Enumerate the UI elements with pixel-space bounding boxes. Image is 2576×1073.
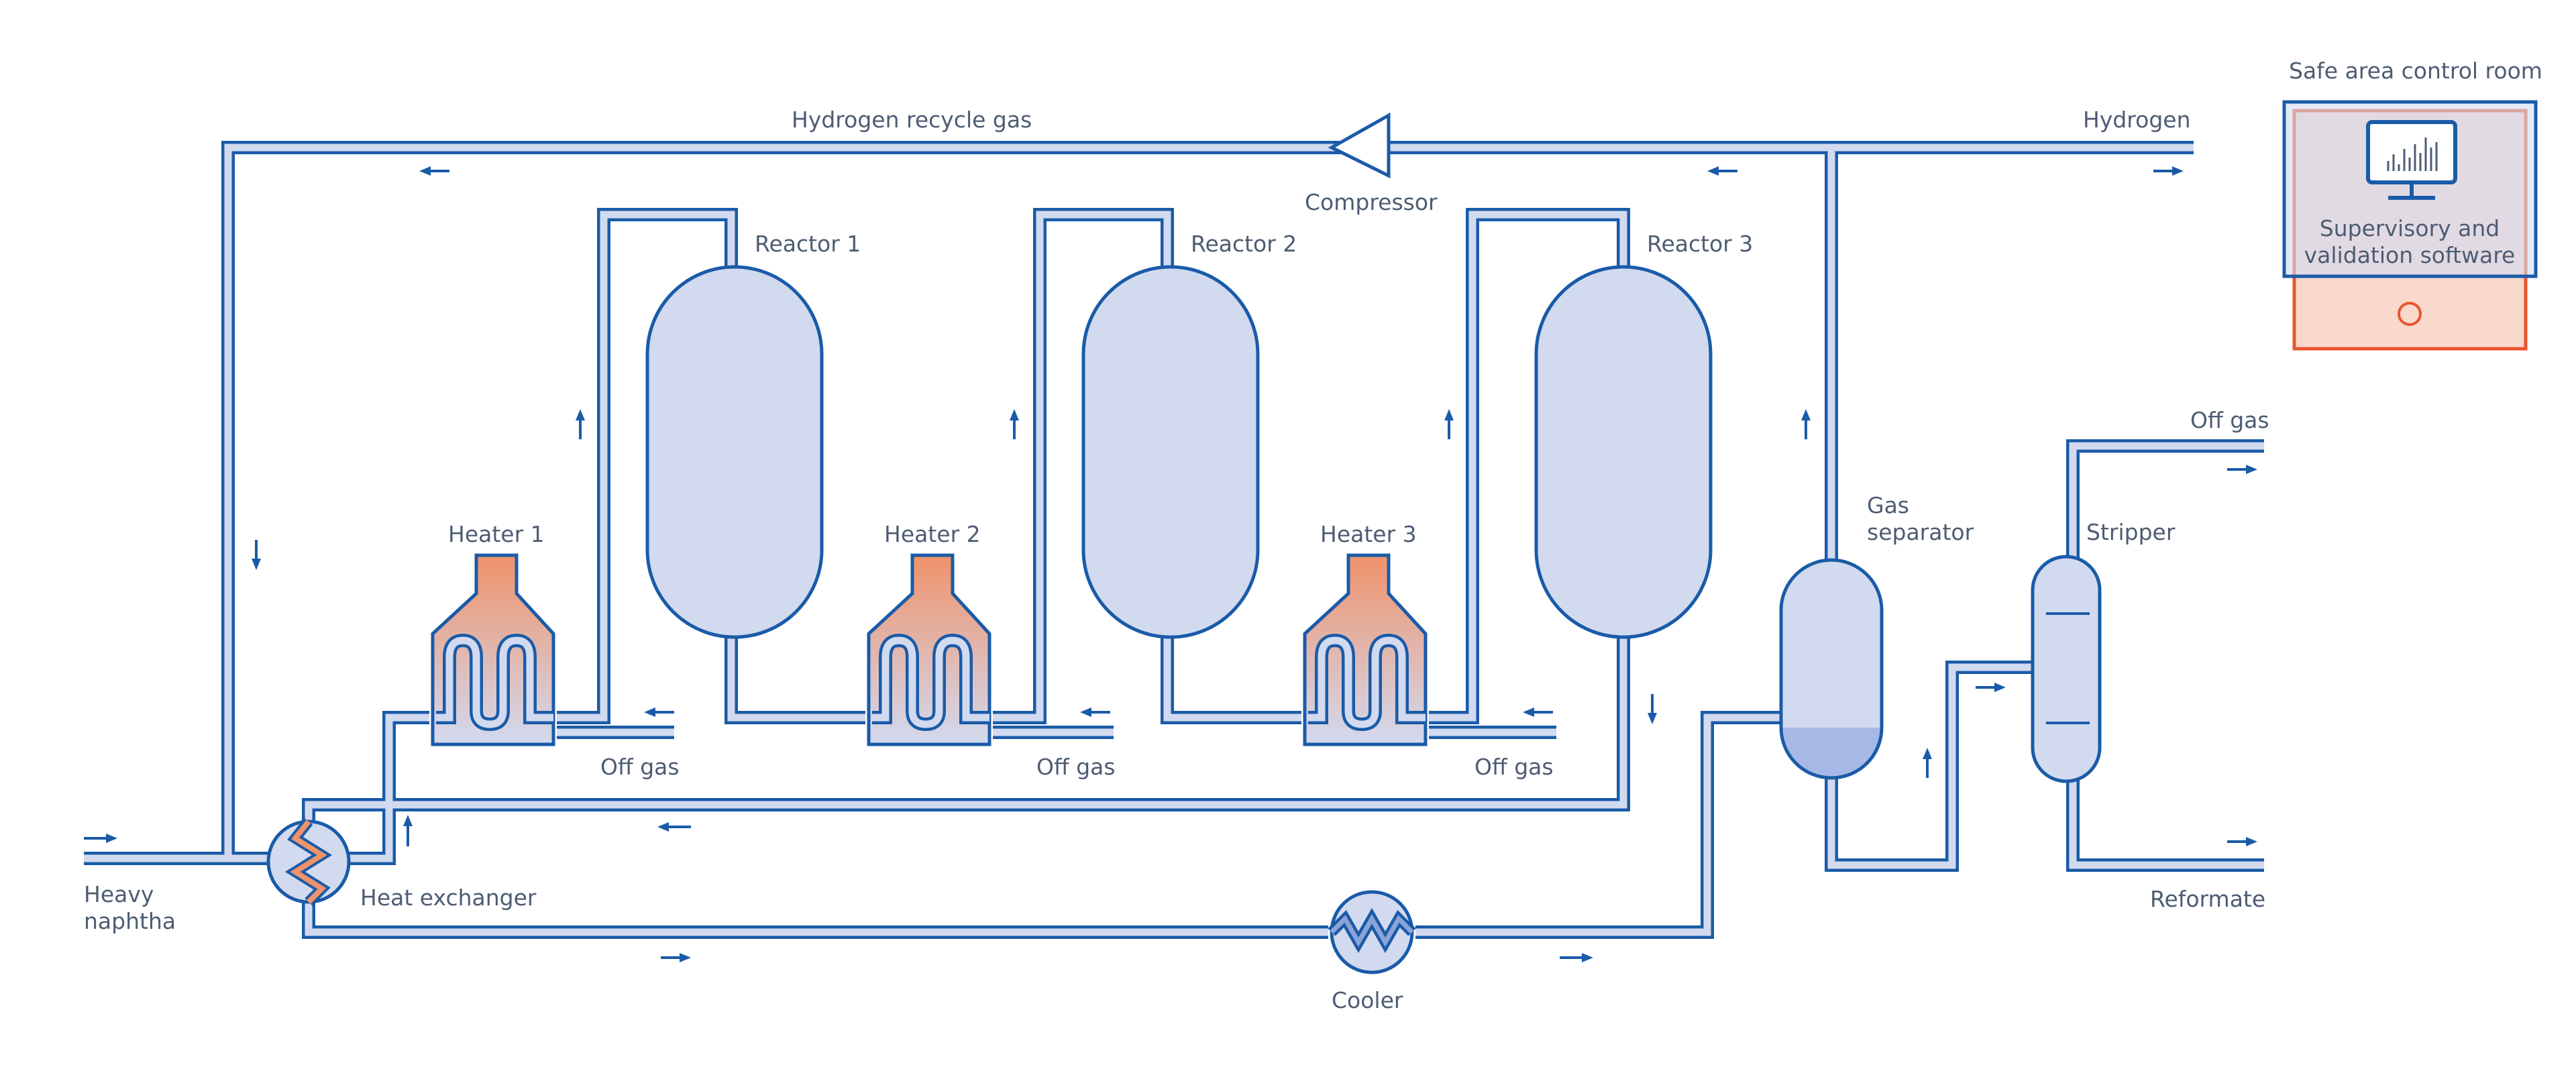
- arrow-left-icon: [1523, 708, 1553, 717]
- gas-separator-label-line1: Gas: [1867, 492, 1909, 518]
- arrow-left-icon: [1080, 708, 1110, 717]
- software-label-line1: Supervisory and: [2320, 215, 2500, 241]
- arrow-right-icon: [2227, 465, 2257, 474]
- hydrogen-label: Hydrogen: [2083, 107, 2191, 133]
- heavy-naphtha-label-line2: naphtha: [84, 908, 176, 934]
- reactor-3-label: Reactor 3: [1647, 231, 1753, 257]
- arrow-left-icon: [1707, 166, 1737, 176]
- arrow-left-icon: [644, 708, 674, 717]
- arrow-left-icon: [419, 166, 449, 176]
- heat-exchanger-label: Heat exchanger: [360, 885, 537, 911]
- cooler: [1328, 890, 1416, 974]
- heat-exchanger: [266, 818, 351, 906]
- off-gas-3-label: Off gas: [1474, 754, 1554, 780]
- compressor-label: Compressor: [1305, 189, 1438, 215]
- heater-2-label: Heater 2: [884, 521, 981, 547]
- compressor: [1328, 112, 1391, 179]
- heater-3: [1303, 553, 1428, 746]
- heater-1: [431, 553, 555, 746]
- off-gas-1-label: Off gas: [600, 754, 680, 780]
- heater-1-label: Heater 1: [448, 521, 545, 547]
- arrow-up-icon: [576, 409, 585, 439]
- heater-2: [867, 553, 991, 746]
- control-room: [2282, 100, 2538, 351]
- monitor-icon: [2366, 120, 2457, 200]
- reactor-2-label: Reactor 2: [1191, 231, 1297, 257]
- cooler-label: Cooler: [1332, 987, 1403, 1013]
- hydrogen-recycle-gas-label: Hydrogen recycle gas: [792, 107, 1032, 133]
- arrow-right-icon: [2227, 837, 2257, 846]
- off-gas-stripper-label: Off gas: [2190, 407, 2269, 433]
- control-room-title: Safe area control room: [2289, 58, 2542, 84]
- arrow-up-icon: [1801, 409, 1811, 439]
- reactor-1: [645, 265, 824, 639]
- arrow-up-icon: [1010, 409, 1019, 439]
- indicator-light-icon: [2398, 302, 2422, 326]
- arrow-right-icon: [2153, 166, 2184, 176]
- arrow-right-icon: [1560, 953, 1593, 962]
- arrow-right-icon: [84, 834, 117, 843]
- off-gas-2-label: Off gas: [1036, 754, 1116, 780]
- reactor-3: [1534, 265, 1713, 639]
- labels: Hydrogen recycle gas Hydrogen Compressor…: [84, 58, 2542, 1013]
- arrow-up-icon: [1444, 409, 1454, 439]
- software-label-line2: validation software: [2304, 242, 2516, 268]
- arrow-left-icon: [657, 822, 691, 832]
- heater-3-label: Heater 3: [1320, 521, 1417, 547]
- reactor-2: [1081, 265, 1260, 639]
- heavy-naphtha-label-line1: Heavy: [84, 881, 154, 907]
- reformate-label: Reformate: [2150, 886, 2265, 912]
- arrow-up-icon: [403, 815, 413, 846]
- stripper-label: Stripper: [2086, 519, 2176, 545]
- gas-separator-label-line2: separator: [1867, 519, 1974, 545]
- stripper: [2031, 555, 2102, 783]
- arrow-down-icon: [252, 540, 261, 570]
- arrow-right-icon: [661, 953, 691, 962]
- flow-arrows: [84, 166, 2257, 962]
- reactor-1-label: Reactor 1: [755, 231, 861, 257]
- arrow-up-icon: [1923, 748, 1932, 778]
- arrow-down-icon: [1648, 694, 1657, 724]
- arrow-right-icon: [1976, 683, 2006, 692]
- gas-separator: [1779, 558, 1884, 780]
